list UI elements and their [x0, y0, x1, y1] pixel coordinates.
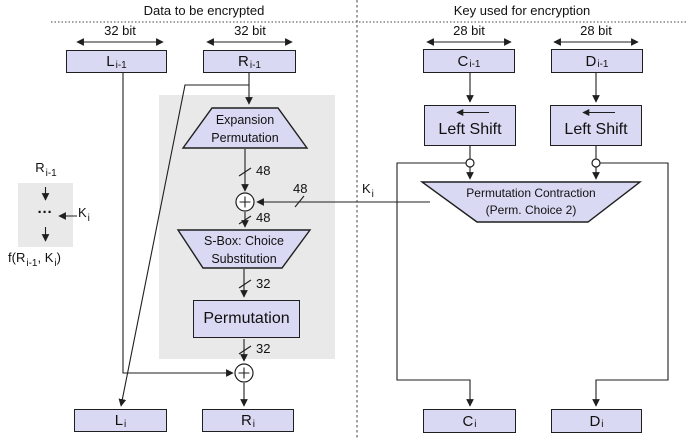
legend-output-label: f(Ri-1, Ki) [8, 250, 61, 269]
key-wire-label: Ki [362, 181, 374, 200]
register-label: C [462, 412, 474, 430]
width-label-48: 48 [256, 163, 271, 178]
xor-icon [234, 363, 254, 383]
legend-dots: ··· [37, 204, 53, 221]
register-label: D [585, 52, 597, 70]
register-label: C [457, 52, 469, 70]
sbox-label: S-Box: Choice Substitution [204, 234, 284, 267]
left-shift-d-block: Left Shift [550, 105, 642, 146]
register-subscript: i-1 [249, 59, 261, 71]
branch-node-icon [591, 158, 601, 168]
width-label-32: 32 [256, 341, 271, 356]
left-shift-label: Left Shift [564, 121, 628, 138]
permutation-block: Permutation [193, 300, 300, 338]
register-subscript: i [124, 418, 127, 430]
legend-input-label: Ri-1 [35, 160, 57, 179]
branch-node-icon [465, 158, 475, 168]
permutation-label: Permutation [203, 310, 290, 327]
section-title-key: Key used for encryption [453, 3, 591, 18]
left-shift-c-block: Left Shift [424, 105, 516, 146]
section-title-data: Data to be encrypted [143, 3, 265, 18]
width-label-32: 32 [256, 276, 271, 291]
register-label: L [106, 53, 115, 70]
register-label: R [238, 53, 249, 70]
left-shift-label: Left Shift [438, 121, 502, 138]
register-subscript: i [474, 419, 477, 430]
register-subscript: i-1 [597, 59, 609, 70]
register-label: D [589, 412, 601, 430]
width-label-48: 48 [256, 210, 271, 225]
bitwidth-label-c: 28 bit [453, 23, 485, 38]
width-label-48: 48 [293, 181, 308, 196]
expansion-permutation-label: Expansion Permutation [211, 113, 279, 146]
register-subscript: i-1 [469, 59, 481, 70]
register-subscript: i [601, 419, 604, 430]
register-label: L [114, 412, 124, 429]
register-subscript: i-1 [115, 59, 127, 71]
legend-key-label: Ki [78, 205, 90, 224]
register-subscript: i [252, 418, 256, 430]
bitwidth-label-d: 28 bit [580, 23, 612, 38]
bitwidth-label-r: 32 bit [234, 23, 266, 38]
permutation-contraction-label: Permutation Contraction (Perm. Choice 2) [466, 186, 596, 217]
register-label: R [240, 412, 252, 429]
bitwidth-label-l: 32 bit [104, 23, 136, 38]
